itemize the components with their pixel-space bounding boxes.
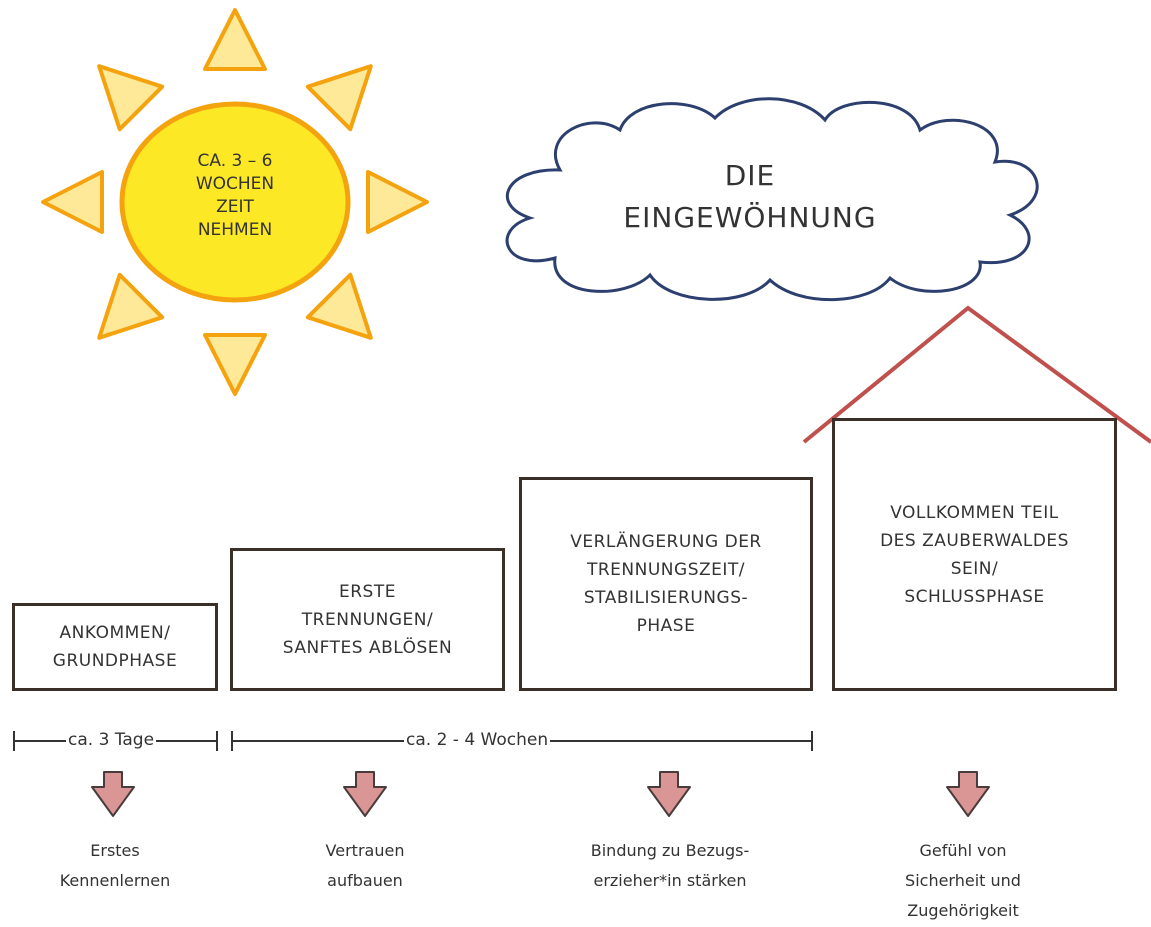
sun-core <box>119 101 351 303</box>
duration-label-1: ca. 3 Tage <box>66 730 157 750</box>
sun-ray <box>97 272 165 340</box>
sun-ray <box>305 64 373 132</box>
phase-label-2: ERSTE TRENNUNGEN/ SANFTES ABLÖSEN <box>282 581 453 658</box>
outcome-3: Bindung zu Bezugs- erzieher*in stärken <box>590 841 750 890</box>
sun-rays <box>41 8 429 396</box>
cloud-shape <box>505 97 1039 302</box>
phase-box-2: ERSTE TRENNUNGEN/ SANFTES ABLÖSEN <box>230 548 505 691</box>
phase-box-1: ANKOMMEN/ GRUNDPHASE <box>12 603 218 691</box>
sun-ray <box>41 170 104 234</box>
sun-ray <box>203 8 267 71</box>
sun-ray <box>366 170 429 234</box>
phase-label-1: ANKOMMEN/ GRUNDPHASE <box>52 623 178 671</box>
duration-label-2: ca. 2 - 4 Wochen <box>404 730 551 750</box>
outcome-4: Gefühl von Sicherheit und Zugehörigkeit <box>905 841 1021 920</box>
sun-ray <box>203 333 267 396</box>
roof-line <box>802 305 1151 444</box>
outcome-2: Vertrauen aufbauen <box>325 841 405 890</box>
phase-box-4: VOLLKOMMEN TEIL DES ZAUBERWALDES SEIN/ S… <box>832 418 1117 691</box>
down-arrow-3 <box>647 771 691 817</box>
sun-text: CA. 3 – 6 WOCHEN ZEIT NEHMEN <box>195 151 275 240</box>
down-arrow-4 <box>946 771 990 817</box>
phase-box-3: VERLÄNGERUNG DER TRENNUNGSZEIT/ STABILIS… <box>519 477 813 691</box>
down-arrow-2 <box>343 771 387 817</box>
down-arrow-1 <box>91 771 135 817</box>
sun-ray <box>305 272 373 340</box>
cloud-title: DIE EINGEWÖHNUNG <box>623 159 877 234</box>
phase-label-3: VERLÄNGERUNG DER TRENNUNGSZEIT/ STABILIS… <box>570 532 762 636</box>
outcome-1: Erstes Kennenlernen <box>59 841 171 890</box>
phase-label-4: VOLLKOMMEN TEIL DES ZAUBERWALDES SEIN/ S… <box>880 502 1069 607</box>
sun-ray <box>97 64 165 132</box>
